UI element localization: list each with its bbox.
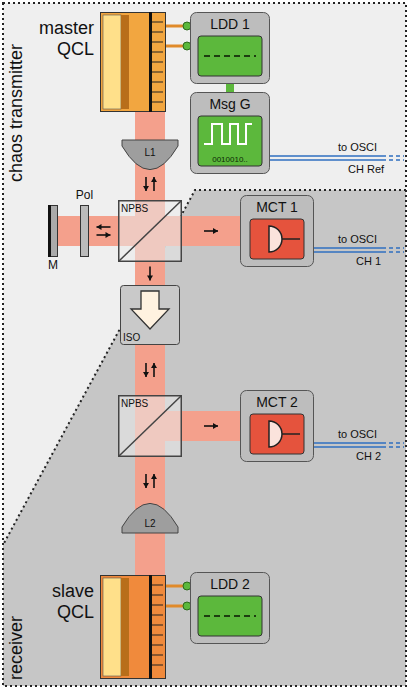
arrow-head — [213, 423, 218, 429]
beam-connector — [89, 224, 118, 238]
arrow-head — [151, 474, 157, 479]
scope-channel-label: to OSCI — [338, 428, 377, 441]
beam-connector — [182, 228, 240, 234]
qcl-symbol — [100, 12, 166, 112]
arrow-head — [143, 483, 149, 488]
plate-symbol — [80, 205, 89, 257]
mct-node: MCT 2 — [240, 390, 314, 462]
node-label: NPBS — [121, 398, 148, 410]
ldd-node: LDD 2 — [190, 572, 270, 644]
ldd-node: LDD 1 — [190, 12, 270, 84]
iso-node: ISO — [120, 285, 180, 345]
beam-connector — [143, 168, 157, 200]
receiver-region — [3, 190, 406, 686]
node-label: MCT 2 — [240, 394, 314, 410]
lensU-node: L2 — [122, 505, 178, 533]
outer-border — [3, 3, 406, 686]
qcl-node: slave QCL — [100, 575, 166, 679]
arrow-head — [143, 372, 149, 377]
wire-connector — [166, 22, 191, 50]
arrow-head — [151, 363, 157, 368]
plate-node: Pol — [80, 205, 89, 257]
cube-node: NPBS — [118, 200, 182, 262]
node-label: LDD 1 — [190, 16, 270, 32]
arrow-head — [147, 276, 153, 281]
arrow-head — [143, 186, 149, 191]
scope-channel-label: to OSCI — [338, 141, 377, 154]
node-label: L2 — [122, 518, 178, 530]
transmitter-region — [3, 3, 406, 686]
node-label: Pol — [76, 189, 93, 203]
beam-connector — [182, 423, 240, 429]
beam-connector — [150, 112, 151, 140]
beam-connector — [150, 533, 151, 575]
beam-connector — [58, 231, 80, 232]
scope-channel-label: CH 1 — [356, 255, 381, 268]
arrow-head — [151, 177, 157, 182]
node-label: LDD 2 — [190, 576, 270, 592]
qcl-node: master QCL — [100, 12, 166, 112]
mirror-node: M — [48, 205, 58, 257]
msg-node: Msg G 0010010.. — [190, 92, 270, 174]
beam-connector — [143, 345, 157, 395]
node-label: slave QCL — [32, 581, 94, 622]
scope-channel-label: CH Ref — [348, 163, 384, 176]
scope-channel-label: CH 2 — [356, 450, 381, 463]
lensD-node: L1 — [122, 140, 178, 168]
region-label: receiver — [6, 616, 27, 680]
wire-connector — [166, 582, 191, 610]
scope-channel-label: to OSCI — [338, 233, 377, 246]
node-label: NPBS — [121, 203, 148, 215]
beam-connector — [147, 262, 153, 285]
node-label: ISO — [123, 332, 140, 344]
region-boundary — [3, 190, 406, 545]
message-bits: 0010010.. — [190, 155, 270, 164]
node-label: Msg G — [190, 96, 270, 112]
node-label: MCT 1 — [240, 199, 314, 215]
node-label: L1 — [122, 147, 178, 159]
mirror-symbol — [48, 205, 58, 257]
arrow-head — [213, 228, 218, 234]
arrow-head — [97, 224, 102, 230]
region-label: chaos transmitter — [6, 44, 27, 182]
cube-node: NPBS — [118, 395, 182, 457]
arrow-head — [106, 232, 111, 238]
node-label: M — [48, 259, 58, 273]
qcl-symbol — [100, 575, 166, 679]
mct-node: MCT 1 — [240, 195, 314, 267]
link-connector — [230, 84, 231, 92]
node-label: master QCL — [32, 18, 94, 59]
beam-connector — [143, 457, 157, 505]
laser-beam — [58, 112, 240, 575]
